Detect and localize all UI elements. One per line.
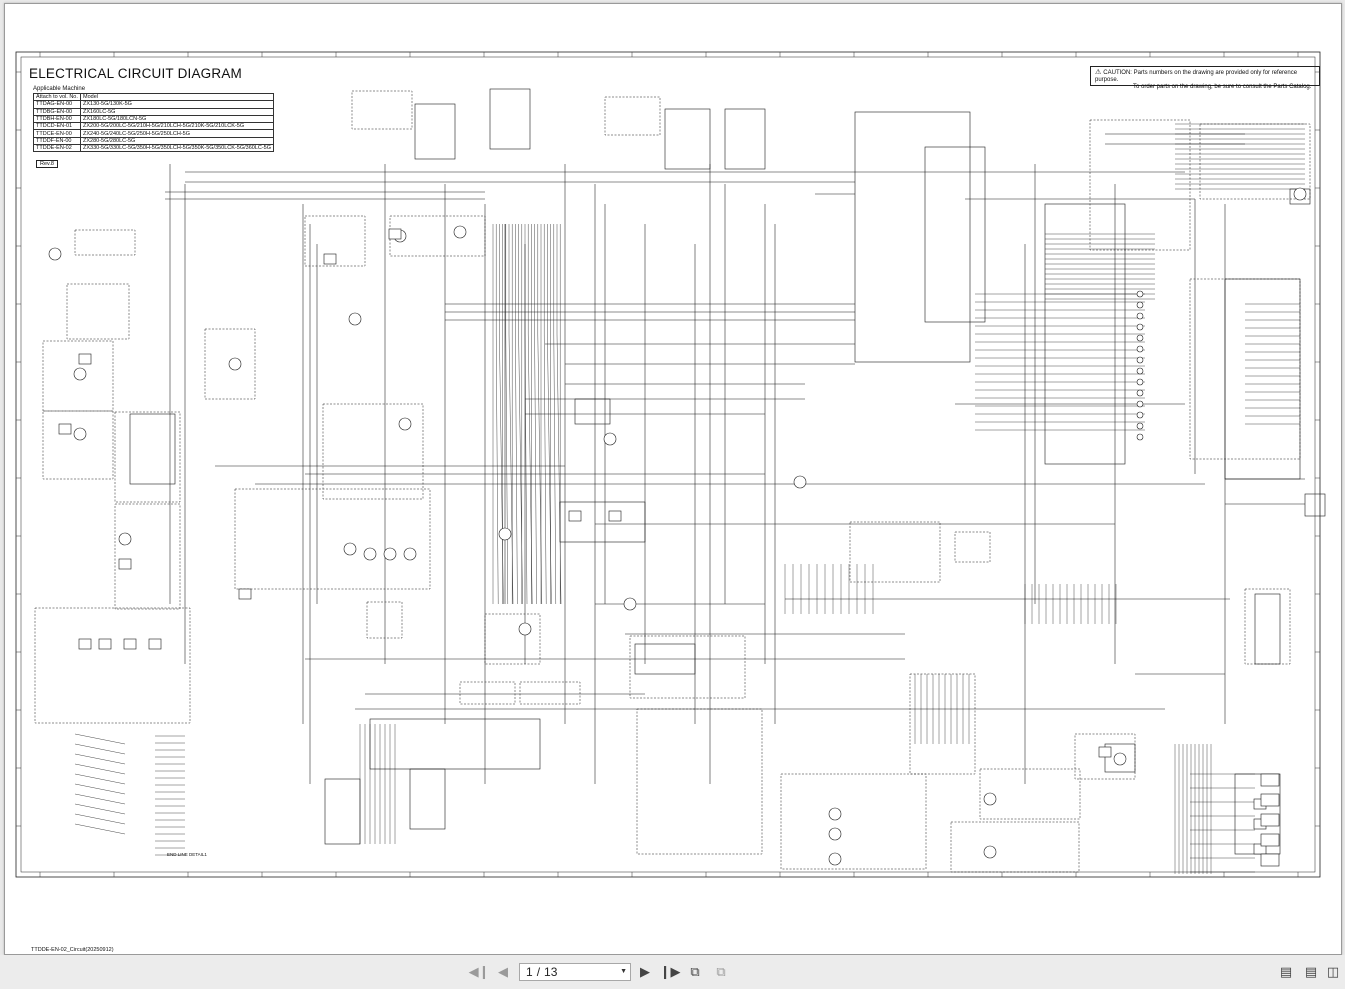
next-page-icon[interactable]: ▶ — [640, 964, 650, 980]
warning-icon: ⚠ — [1095, 69, 1102, 76]
table-cell: TTDDE-EN-02 — [33, 144, 81, 153]
table-cell: ZX200-5G/200LC-5G/210H-5G/210LCH-5G/210K… — [79, 122, 275, 131]
current-page-input[interactable]: 1 — [526, 965, 533, 979]
caution-note: ⚠CAUTION: Parts numbers on the drawing a… — [1090, 66, 1320, 90]
table-cell: TTDBH-EN-00 — [33, 114, 81, 124]
table-cell: ZX130-5G/130K-5G — [79, 100, 275, 109]
facing-view-icon[interactable]: ◫ — [1326, 964, 1340, 980]
single-page-view-icon[interactable]: ▤ — [1279, 964, 1293, 980]
caution-line-1: CAUTION: Parts numbers on the drawing ar… — [1095, 70, 1298, 83]
table-cell: ZX160LC-5G — [79, 107, 275, 116]
table-header-cell: Model — [79, 92, 275, 102]
table-cell: TTDAG-EN-00 — [33, 100, 81, 109]
chevron-down-icon[interactable]: ▼ — [620, 968, 627, 975]
last-page-icon[interactable]: ❙▶ — [659, 964, 681, 980]
table-cell: TTDCE-EN-00 — [33, 129, 81, 138]
caution-line-2: To order parts on the drawing, be sure t… — [1133, 84, 1312, 90]
revision-badge: Rev.8 — [36, 160, 58, 168]
table-header-cell: Attach to vol. No. — [33, 92, 81, 102]
total-pages: 13 — [544, 965, 558, 979]
first-page-icon[interactable]: ◀❙ — [468, 964, 490, 980]
diagram-title: ELECTRICAL CIRCUIT DIAGRAM — [29, 66, 242, 81]
table-cell: ZX180LC-5G/180LCN-5G — [79, 114, 275, 124]
page-separator: / — [536, 965, 541, 979]
go-back-view-icon[interactable]: ⧉ — [690, 964, 700, 980]
applicable-machine-label: Applicable Machine — [33, 86, 86, 92]
prev-page-icon[interactable]: ◀ — [498, 964, 508, 980]
go-forward-view-icon[interactable]: ⧉ — [716, 964, 726, 980]
table-cell: ZX280-5G/280LC-5G — [79, 136, 275, 146]
page-number-field[interactable]: 1 / 13 ▼ — [519, 963, 631, 981]
table-cell: ZX330-5G/330LC-5G/350H-5G/350LCH-5G/350K… — [79, 144, 275, 153]
table-cell: TTDDF-EN-00 — [33, 136, 81, 146]
table-cell: TTDBG-EN-00 — [33, 107, 81, 116]
document-page: ELECTRICAL CIRCUIT DIAGRAM ⚠CAUTION: Par… — [4, 3, 1342, 955]
table-header-row: Attach to vol. No. Model — [33, 92, 275, 102]
table-cell: ZX240-5G/240LC-5G/250H-5G/250LCH-5G — [79, 129, 275, 138]
circuit-diagram — [15, 51, 1326, 878]
viewer-toolbar: ◀❙ ◀ 1 / 13 ▼ ▶ ❙▶ ⧉ ⧉ ▤ ▤ ◫ — [0, 955, 1345, 989]
continuous-view-icon[interactable]: ▤ — [1304, 964, 1318, 980]
end-line-detail-label: END LINE DETAIL1 — [167, 852, 207, 857]
file-name-label: TTDDE-EN-02_Circuit(20250912) — [31, 947, 114, 953]
table-cell: TTDCD-EN-01 — [33, 122, 81, 131]
